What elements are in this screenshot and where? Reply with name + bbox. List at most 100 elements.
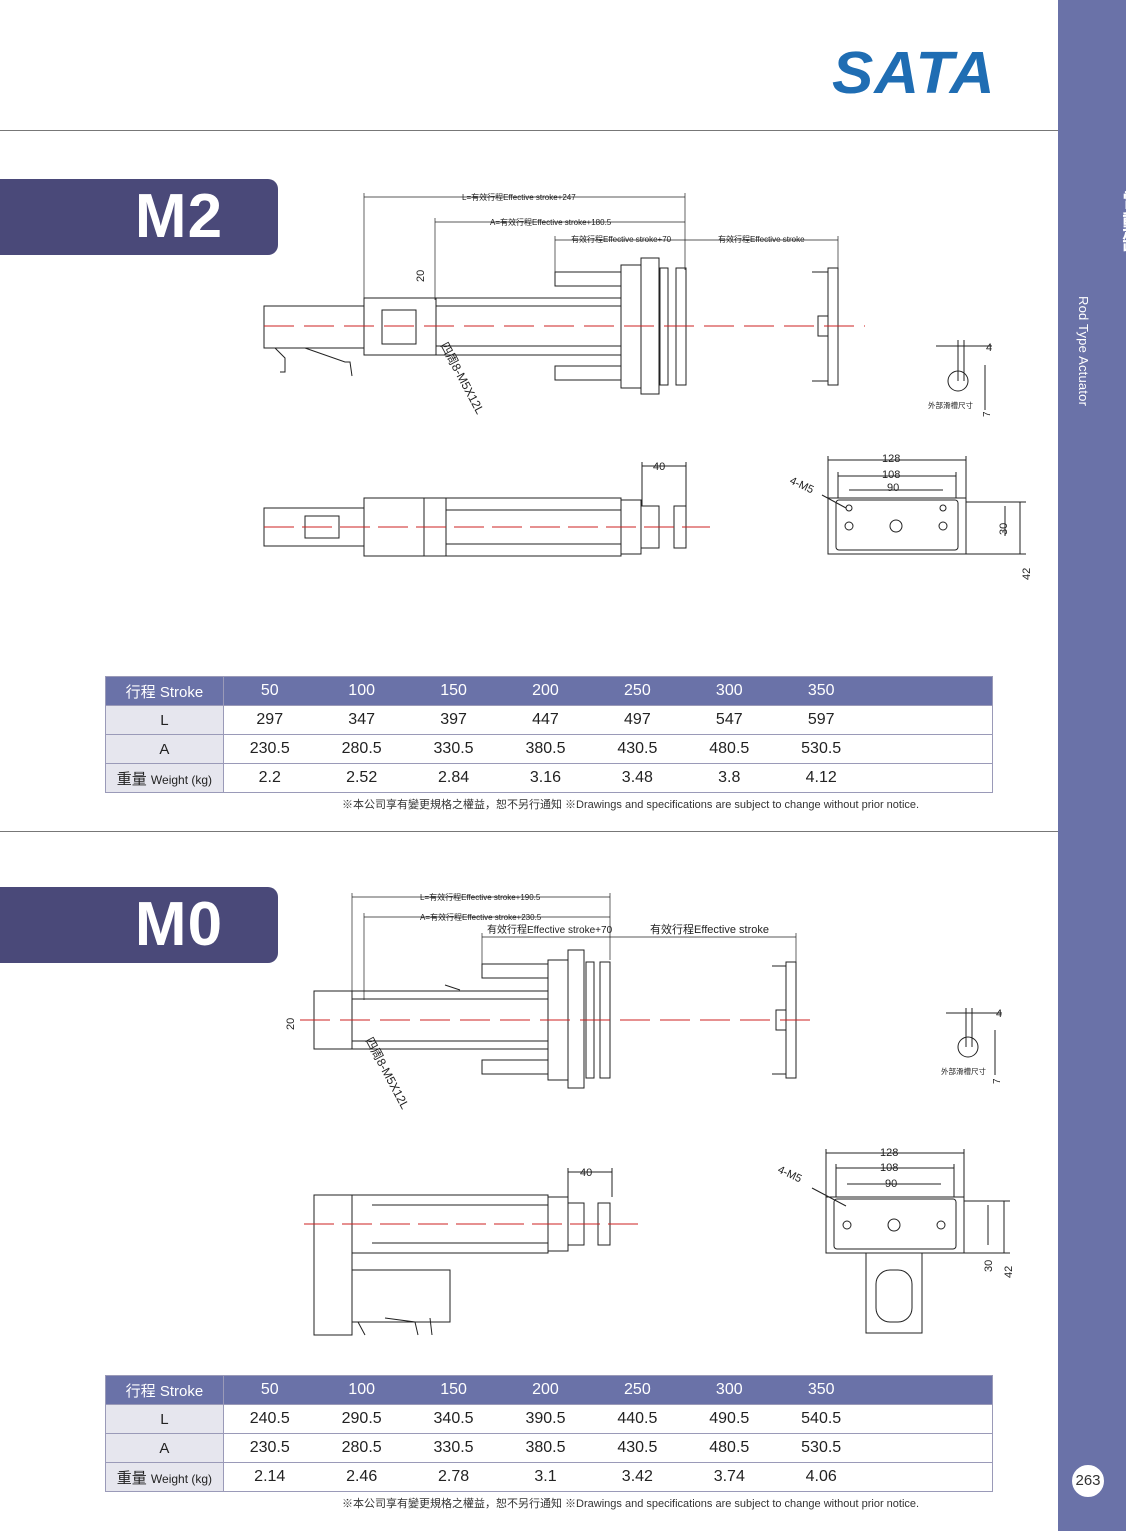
m0-dim-7: 7 — [992, 1078, 1003, 1084]
A-cell: 380.5 — [499, 1433, 592, 1463]
m2-notice: ※本公司享有變更規格之權益，恕不另行通知 ※Drawings and speci… — [342, 799, 920, 811]
stroke-cell: 200 — [499, 1375, 592, 1405]
weight-cell: 2.84 — [407, 763, 500, 793]
A-cell: 430.5 — [591, 1433, 684, 1463]
weight-cell: 2.52 — [315, 763, 408, 793]
weight-cell: 2.46 — [315, 1462, 408, 1492]
weight-label-en: Weight (kg) — [150, 772, 213, 787]
A-cell: 330.5 — [407, 734, 500, 764]
L-cell: 340.5 — [407, 1404, 500, 1434]
table-row: L 297 347 397 447 497 547 597 — [105, 705, 993, 735]
m0-holes: 4-M5 — [776, 1164, 804, 1185]
L-cell: 240.5 — [223, 1404, 316, 1434]
stroke-cell: 250 — [591, 1375, 684, 1405]
m2-thread-spec: 四周8-M5X12L — [437, 340, 487, 417]
m0-drawing: L=有效行程Effective stroke+190.5 A=有效行程Effec… — [285, 892, 1015, 1336]
stroke-cell: 150 — [407, 1375, 500, 1405]
m2-dim-128: 128 — [882, 453, 900, 465]
A-cell: 280.5 — [315, 734, 408, 764]
stroke-cell: 50 — [223, 676, 316, 706]
table-row: L 240.5 290.5 340.5 390.5 440.5 490.5 54… — [105, 1404, 993, 1434]
table-row: 行程 Stroke 50 100 150 200 250 300 350 — [105, 676, 993, 706]
L-cell: 490.5 — [683, 1404, 776, 1434]
m2-dim-108: 108 — [882, 469, 900, 481]
table-row: 重量 Weight (kg) 2.2 2.52 2.84 3.16 3.48 3… — [105, 763, 993, 793]
m0-end-view — [811, 1149, 1010, 1334]
stroke-cell: 300 — [683, 1375, 776, 1405]
m2-side-view — [263, 257, 839, 395]
m0-top-view — [313, 1168, 613, 1336]
m0-dim-A: A=有效行程Effective stroke+230.5 — [420, 912, 542, 922]
weight-cell: 3.48 — [591, 763, 684, 793]
L-cell: 440.5 — [591, 1404, 684, 1434]
weight-cell: 3.74 — [683, 1462, 776, 1492]
row-label-L: L — [105, 1404, 224, 1434]
A-cell: 530.5 — [775, 734, 868, 764]
brand-logo: SATA — [832, 40, 996, 107]
m2-spec-table: 行程 Stroke 50 100 150 200 250 300 350 L 2… — [105, 676, 993, 793]
weight-cell: 2.2 — [223, 763, 316, 793]
table-row: A 230.5 280.5 330.5 380.5 430.5 480.5 53… — [105, 1433, 993, 1463]
weight-cell: 3.16 — [499, 763, 592, 793]
m0-dimension-lines — [351, 893, 797, 1000]
m2-dim-stroke: 有效行程Effective stroke — [718, 234, 805, 244]
row-label-A: A — [105, 1433, 224, 1463]
L-cell: 390.5 — [499, 1404, 592, 1434]
m2-drawing: L=有效行程Effective stroke+247 A=有效行程Effecti… — [263, 192, 1033, 580]
m0-dim-128: 128 — [880, 1147, 898, 1159]
table-row: A 230.5 280.5 330.5 380.5 430.5 480.5 53… — [105, 734, 993, 764]
A-cell: 380.5 — [499, 734, 592, 764]
m2-dim-4: 4 — [986, 342, 992, 354]
stroke-cell: 350 — [775, 1375, 868, 1405]
section-divider — [0, 831, 1058, 832]
m0-dim-90: 90 — [885, 1178, 897, 1190]
stroke-cell: 350 — [775, 676, 868, 706]
row-label-L: L — [105, 705, 224, 735]
stroke-label-cn: 行程 — [125, 683, 156, 701]
A-cell: 480.5 — [683, 734, 776, 764]
m2-dim-A: A=有效行程Effective stroke+180.5 — [490, 217, 612, 227]
stroke-cell: 150 — [407, 676, 500, 706]
L-cell: 597 — [775, 705, 868, 735]
L-cell: 447 — [499, 705, 592, 735]
m0-dim-30: 30 — [983, 1260, 995, 1272]
m2-dim-L: L=有效行程Effective stroke+247 — [462, 192, 576, 202]
table-row: 行程 Stroke 50 100 150 200 250 300 350 — [105, 1375, 993, 1405]
sidebar: 電動缸 — [1058, 0, 1126, 1531]
weight-cell: 2.78 — [407, 1462, 500, 1492]
m2-dim-stroke70: 有效行程Effective stroke+70 — [571, 234, 672, 244]
m0-dim-stroke: 有效行程Effective stroke — [650, 922, 769, 936]
m2-dimension-lines — [363, 193, 839, 300]
stroke-cell: 100 — [315, 676, 408, 706]
weight-cell: 4.06 — [775, 1462, 868, 1492]
m2-slot-note: 外部滑槽尺寸 — [928, 400, 973, 410]
weight-cell: 3.1 — [499, 1462, 592, 1492]
weight-cell: 3.42 — [591, 1462, 684, 1492]
m0-notice: ※本公司享有變更規格之權益，恕不另行通知 ※Drawings and speci… — [342, 1498, 920, 1510]
m2-top-view — [263, 462, 687, 557]
L-cell: 547 — [683, 705, 776, 735]
stroke-cell: 300 — [683, 676, 776, 706]
model-tab-m0: M0 — [0, 887, 278, 963]
stroke-cell: 100 — [315, 1375, 408, 1405]
page-number: 263 — [1070, 1463, 1106, 1499]
weight-label-cn: 重量 — [116, 1469, 147, 1487]
m2-dim-90: 90 — [887, 482, 899, 494]
m2-dim-20: 20 — [415, 270, 427, 282]
top-divider — [0, 130, 1058, 131]
m0-spec-table: 行程 Stroke 50 100 150 200 250 300 350 L 2… — [105, 1375, 993, 1492]
A-cell: 330.5 — [407, 1433, 500, 1463]
m2-end-view — [821, 456, 1026, 555]
stroke-cell: 50 — [223, 1375, 316, 1405]
weight-label-en: Weight (kg) — [150, 1471, 213, 1486]
weight-label-cn: 重量 — [116, 770, 147, 788]
m0-slot-note: 外部滑槽尺寸 — [941, 1066, 986, 1076]
sidebar-title-cn: 電動缸 — [1120, 190, 1126, 253]
m2-holes: 4-M5 — [788, 475, 816, 496]
A-cell: 480.5 — [683, 1433, 776, 1463]
m0-dim-108: 108 — [880, 1162, 898, 1174]
L-cell: 347 — [315, 705, 408, 735]
A-cell: 430.5 — [591, 734, 684, 764]
table-row: 重量 Weight (kg) 2.14 2.46 2.78 3.1 3.42 3… — [105, 1462, 993, 1492]
stroke-label-en: Stroke — [159, 1382, 204, 1400]
